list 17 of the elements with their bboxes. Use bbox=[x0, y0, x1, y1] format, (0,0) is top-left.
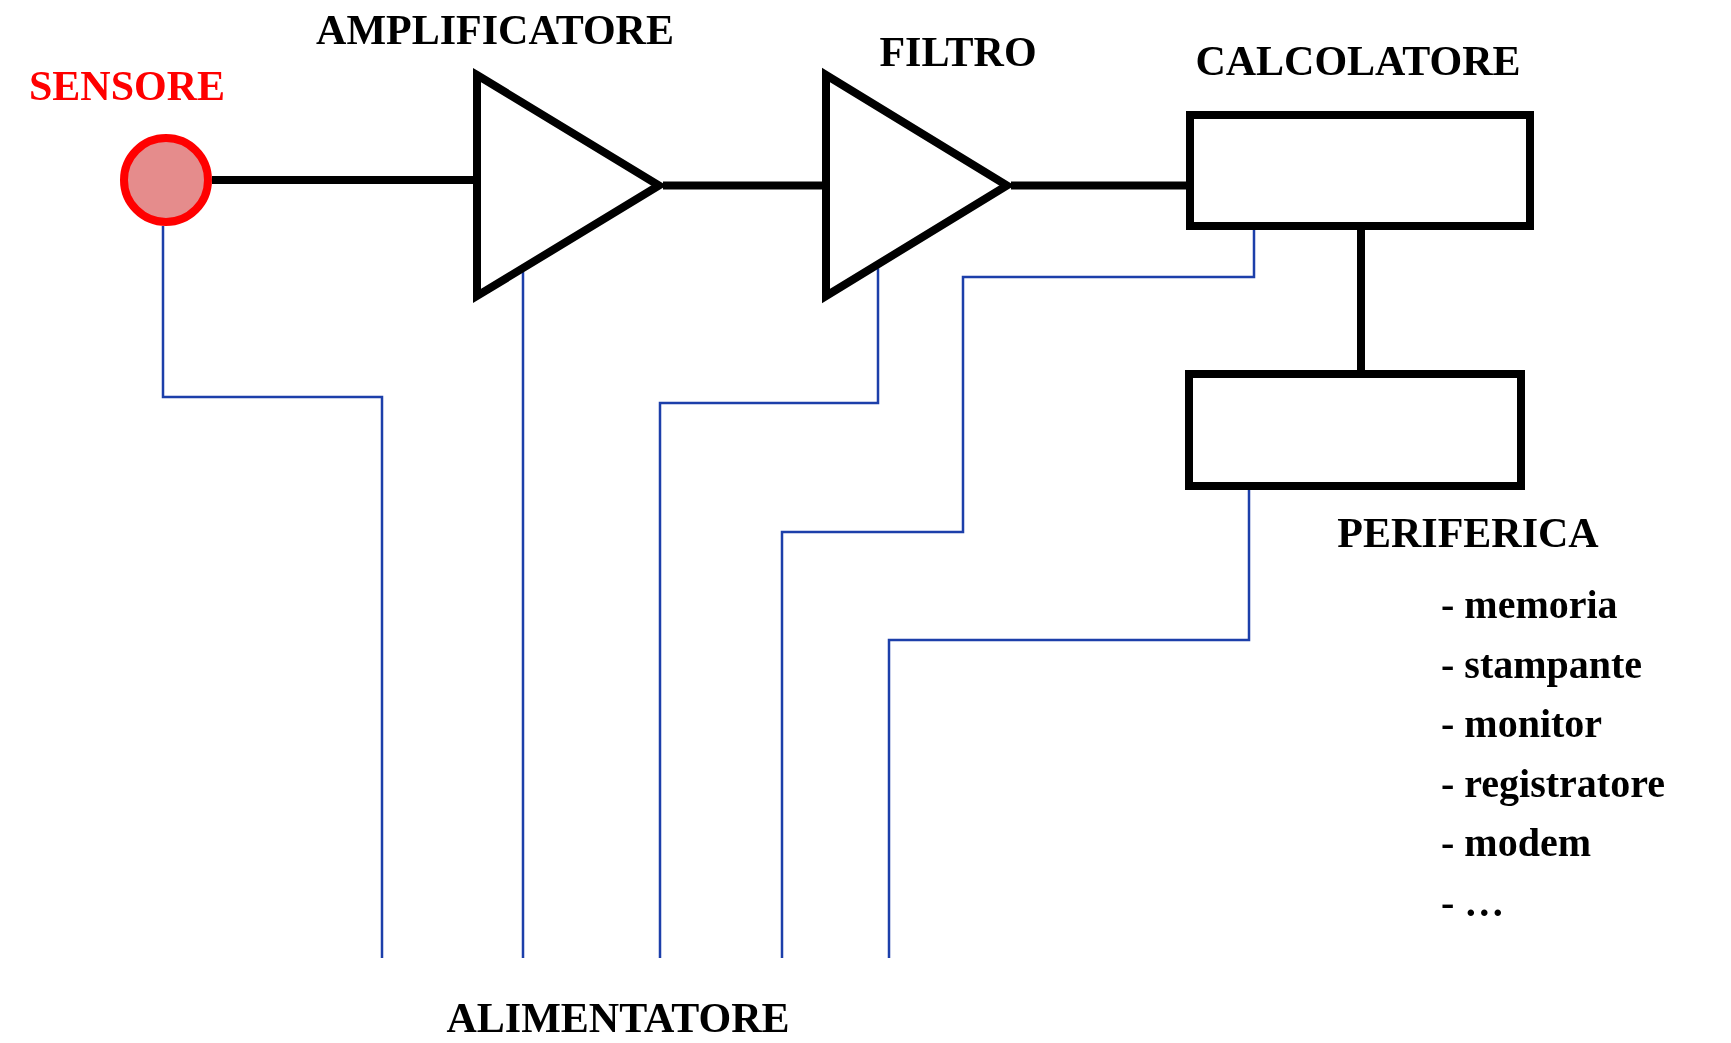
node-label: AMPLIFICATORE bbox=[316, 6, 674, 54]
node-label: ALIMENTATORE bbox=[446, 994, 790, 1042]
list-item: - memoria bbox=[1441, 583, 1618, 627]
power-line bbox=[521, 272, 525, 958]
node-label: PERIFERICA bbox=[1337, 509, 1599, 557]
list-item: - … bbox=[1441, 880, 1505, 925]
node-label: CALCOLATORE bbox=[1195, 37, 1521, 85]
list-item: - modem bbox=[1441, 821, 1591, 865]
node-label: SENSORE bbox=[28, 62, 226, 110]
power-line bbox=[780, 230, 1256, 958]
power-line bbox=[658, 268, 880, 958]
list-item: - registratore bbox=[1441, 761, 1665, 806]
power-line bbox=[161, 225, 384, 958]
list-item: - stampante bbox=[1441, 642, 1643, 687]
node-label: FILTRO bbox=[879, 28, 1037, 76]
power-line bbox=[887, 490, 1251, 958]
list-item: - monitor bbox=[1441, 702, 1603, 746]
